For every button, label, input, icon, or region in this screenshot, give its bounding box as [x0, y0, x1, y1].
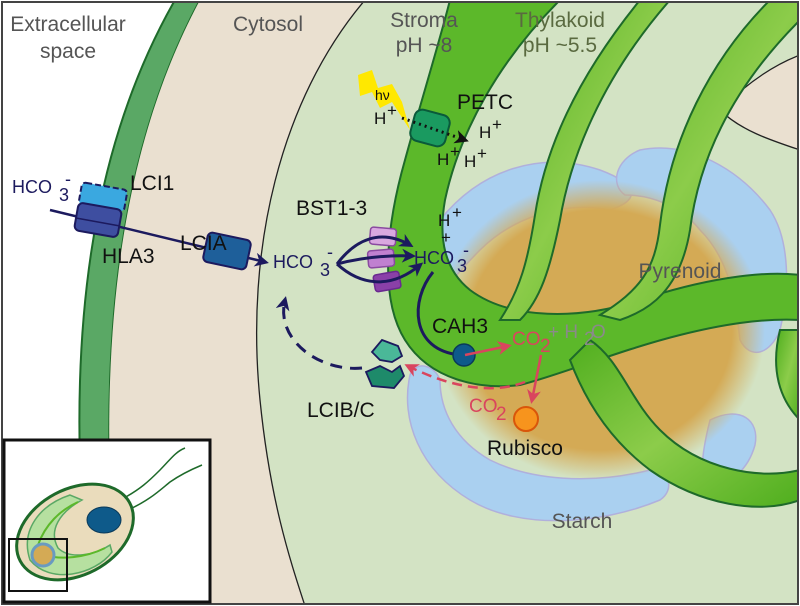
svg-text:O: O	[591, 322, 606, 343]
flagellum	[119, 447, 186, 501]
svg-text:+: +	[492, 115, 502, 134]
thylakoid-membrane	[498, 3, 669, 321]
label-starch: Starch	[552, 510, 613, 533]
label-thylakoid: Thylakoid	[515, 9, 605, 32]
proton-pump-arrow	[401, 116, 469, 144]
label-lcia: LCIA	[180, 232, 227, 255]
inset-zoom-box	[8, 538, 68, 592]
label-lcib-c: LCIB/C	[307, 399, 375, 422]
proton-lumen-3: H +	[464, 144, 487, 171]
svg-text:CO: CO	[512, 329, 541, 350]
svg-text:HCO: HCO	[414, 248, 454, 268]
svg-text:HCO: HCO	[273, 252, 313, 272]
hla3-protein	[73, 202, 123, 238]
co2-to-rubisco-arrow	[527, 354, 543, 404]
cah3-to-co2-arrow	[464, 341, 512, 357]
rubisco-enzyme	[513, 406, 539, 432]
label-petc: PETC	[457, 91, 513, 114]
label-cah3: CAH3	[432, 315, 488, 338]
svg-text:+: +	[441, 228, 451, 247]
proton-stroma: H +	[374, 101, 397, 128]
svg-text:CO: CO	[469, 396, 498, 417]
co2-pyrenoid: CO 2	[469, 396, 507, 425]
bst-arrow-2	[336, 248, 416, 266]
inset-pyrenoid	[30, 542, 56, 568]
light-bolt-icon	[358, 70, 410, 130]
thylakoid-membrane	[775, 329, 797, 419]
svg-text:HCO: HCO	[12, 177, 52, 197]
svg-text:+: +	[452, 203, 462, 222]
bicarbonate-lumen: HCO 3 -	[414, 240, 469, 276]
water: + H 2 O	[548, 322, 606, 350]
bst-arrow-3	[335, 262, 424, 284]
label-stroma-ph: pH ~8	[396, 34, 453, 57]
petc-complex	[409, 108, 451, 148]
label-extracellular: Extracellular	[10, 13, 126, 36]
svg-text:+: +	[450, 142, 460, 161]
bicarbonate-extracellular: HCO 3 -	[12, 169, 71, 205]
label-rubisco: Rubisco	[487, 437, 563, 460]
proton-thylakoid-lumen: H + +	[438, 203, 462, 247]
thylakoid-membrane	[568, 338, 797, 508]
svg-text:+: +	[477, 144, 487, 163]
svg-text:+: +	[387, 101, 397, 120]
lcib-protein	[370, 338, 404, 363]
svg-text:2: 2	[496, 404, 507, 425]
lcic-protein	[364, 364, 406, 389]
proton-lumen-2: H +	[437, 142, 460, 169]
label-lci1: LCI1	[130, 172, 174, 195]
svg-text:H: H	[437, 150, 449, 169]
label-light: hν	[375, 87, 390, 103]
flagellum	[127, 464, 203, 511]
co2-lumen: CO 2	[512, 329, 551, 357]
svg-text:3: 3	[59, 185, 69, 205]
bst-arrow-1	[335, 233, 414, 265]
bicarbonate-stroma: HCO 3 -	[273, 242, 333, 280]
svg-text:H: H	[374, 109, 386, 128]
thylakoid-membrane	[597, 3, 797, 322]
label-pyrenoid: Pyrenoid	[639, 260, 722, 283]
label-thylakoid-ph: pH ~5.5	[523, 34, 597, 57]
svg-text:2: 2	[584, 329, 595, 350]
cah3-enzyme	[452, 343, 476, 367]
inset-nucleus	[86, 506, 122, 534]
lcia-protein	[202, 231, 252, 271]
svg-text:+ H: + H	[548, 322, 578, 343]
label-cytosol: Cytosol	[233, 13, 303, 36]
co2-leak-arrow	[404, 364, 526, 390]
inset-cell-overview	[2, 438, 212, 604]
svg-text:2: 2	[540, 336, 551, 357]
svg-text:H: H	[438, 211, 450, 230]
label-extracellular-2: space	[40, 40, 96, 63]
label-stroma: Stroma	[390, 9, 458, 32]
svg-text:3: 3	[457, 256, 467, 276]
svg-text:H: H	[464, 152, 476, 171]
proton-lumen-1: H +	[479, 115, 502, 142]
svg-text:-: -	[463, 240, 469, 260]
label-hla3: HLA3	[102, 245, 155, 268]
label-bst1-3: BST1-3	[296, 197, 367, 220]
recycle-arrow	[275, 296, 363, 370]
svg-text:3: 3	[320, 260, 330, 280]
bicarbonate-to-cah3-path	[416, 271, 461, 357]
svg-text:H: H	[479, 123, 491, 142]
svg-text:-: -	[65, 169, 71, 189]
svg-text:-: -	[327, 242, 333, 262]
